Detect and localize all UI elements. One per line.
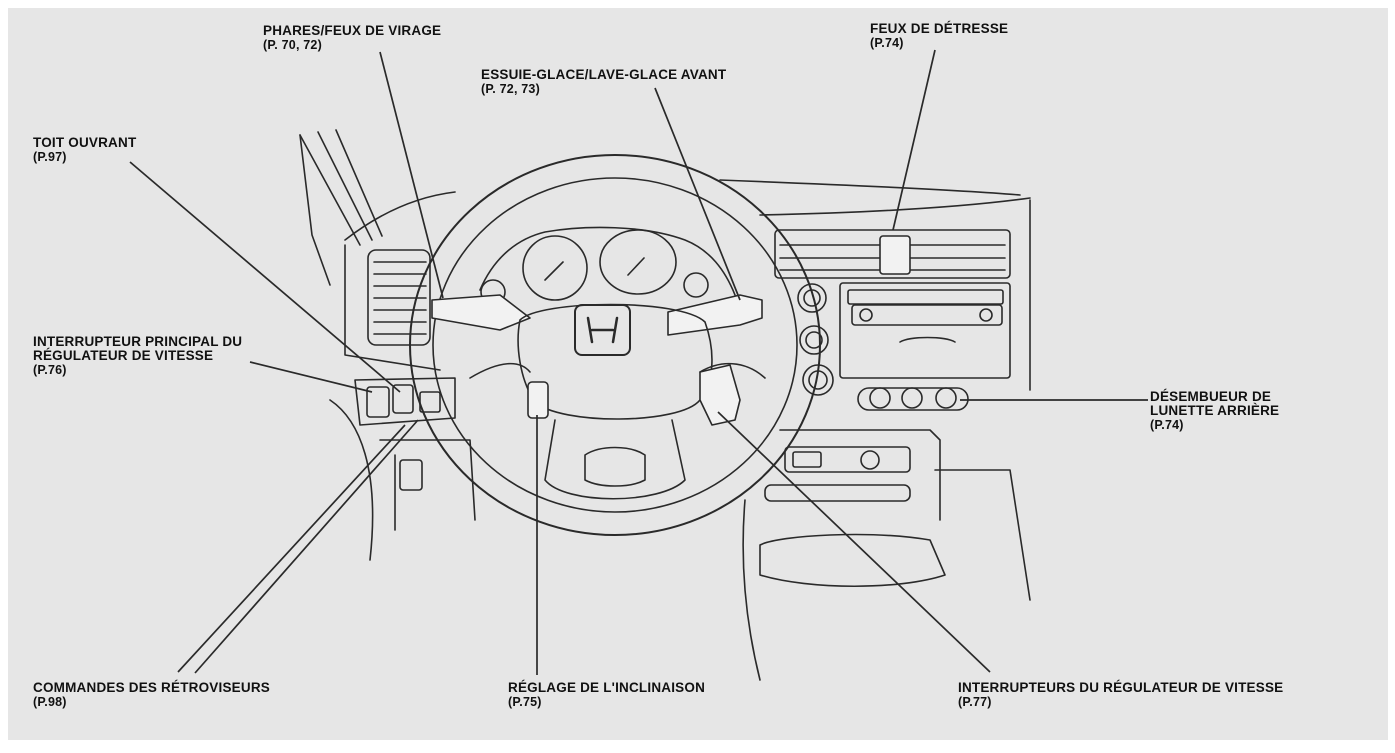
leader-lines [129,49,1148,675]
label-toit-ouvrant-title: TOIT OUVRANT [33,135,137,150]
label-feux-detresse: FEUX DE DÉTRESSE (P.74) [870,21,1009,51]
label-interrupteurs-regulateur: INTERRUPTEURS DU RÉGULATEUR DE VITESSE (… [958,680,1284,710]
leader-toit-ouvrant [129,161,401,393]
label-phares: PHARES/FEUX DE VIRAGE (P. 70, 72) [263,23,442,53]
label-feux-detresse-title: FEUX DE DÉTRESSE [870,21,1009,36]
label-reglage-inclinaison-title: RÉGLAGE DE L'INCLINAISON [508,680,706,695]
label-interrupteurs-regulateur-title: INTERRUPTEURS DU RÉGULATEUR DE VITESSE [958,680,1284,695]
label-desembueur-line1: DÉSEMBUEUR DE [1150,389,1272,404]
leader-retroviseurs-b [177,424,406,673]
label-interrupteurs-regulateur-page: (P.77) [958,695,992,709]
label-interrupteur-principal-line1: INTERRUPTEUR PRINCIPAL DU [33,334,243,349]
label-interrupteur-principal: INTERRUPTEUR PRINCIPAL DU RÉGULATEUR DE … [33,334,243,378]
leader-phares [379,51,444,299]
label-essuie-glace-page: (P. 72, 73) [481,82,540,96]
label-phares-page: (P. 70, 72) [263,38,322,52]
label-essuie-glace: ESSUIE-GLACE/LAVE-GLACE AVANT (P. 72, 73… [481,67,727,97]
leader-regulateur [717,411,991,673]
label-commandes-retroviseurs-title: COMMANDES DES RÉTROVISEURS [33,680,270,695]
label-desembueur-page: (P.74) [1150,418,1184,432]
label-toit-ouvrant: TOIT OUVRANT (P.97) [33,135,137,165]
label-desembueur: DÉSEMBUEUR DE LUNETTE ARRIÈRE (P.74) [1150,389,1280,433]
label-commandes-retroviseurs-page: (P.98) [33,695,67,709]
label-desembueur-line2: LUNETTE ARRIÈRE [1150,403,1280,418]
label-phares-title: PHARES/FEUX DE VIRAGE [263,23,442,38]
label-reglage-inclinaison: RÉGLAGE DE L'INCLINAISON (P.75) [508,680,706,710]
label-commandes-retroviseurs: COMMANDES DES RÉTROVISEURS (P.98) [33,680,270,710]
dashboard-drawing [299,129,1031,681]
label-reglage-inclinaison-page: (P.75) [508,695,542,709]
leader-interrupteur-principal [249,361,373,393]
label-interrupteur-principal-page: (P.76) [33,363,67,377]
label-feux-detresse-page: (P.74) [870,36,904,50]
leader-retroviseurs-a [194,419,419,674]
leader-essuie-glace [654,87,741,301]
label-essuie-glace-title: ESSUIE-GLACE/LAVE-GLACE AVANT [481,67,727,82]
diagram-panel [8,8,1388,740]
leader-feux-detresse [892,49,936,231]
label-toit-ouvrant-page: (P.97) [33,150,67,164]
label-interrupteur-principal-line2: RÉGULATEUR DE VITESSE [33,348,214,363]
